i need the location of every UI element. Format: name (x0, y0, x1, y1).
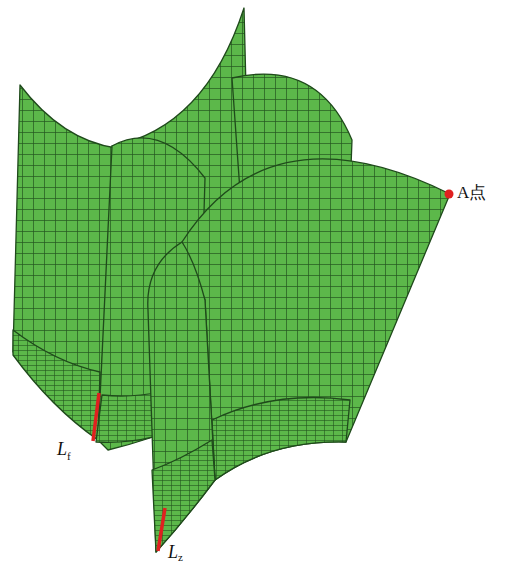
line-label: L (168, 543, 178, 561)
point-a (445, 190, 454, 199)
subscript: f (67, 451, 71, 462)
front-strip (148, 242, 215, 552)
left-sheet-base (13, 330, 100, 440)
lz-line (158, 508, 165, 551)
point-label: A点 (457, 184, 486, 201)
lf-line (93, 393, 99, 441)
front-strip-base (152, 440, 215, 552)
right-sheet-base (212, 398, 350, 481)
line-label: L (57, 440, 67, 458)
right-sheet (182, 159, 450, 480)
subscript: z (178, 552, 183, 563)
